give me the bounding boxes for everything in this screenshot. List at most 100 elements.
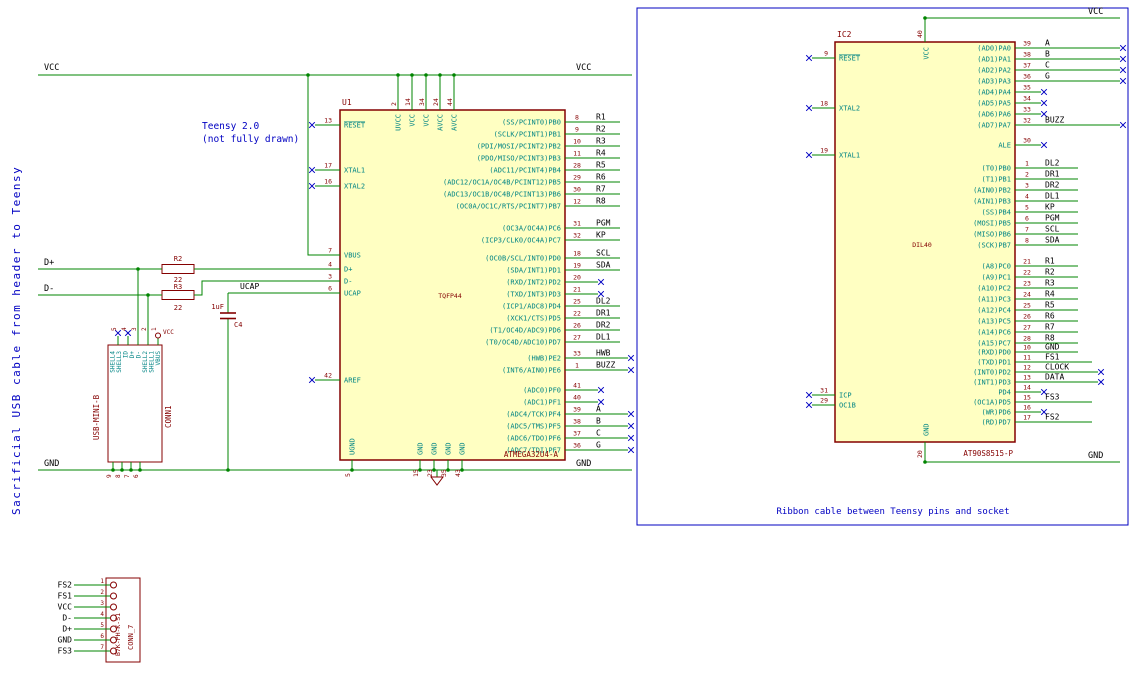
pin-number: 15	[412, 469, 420, 477]
conn7-pin-circle[interactable]	[110, 614, 117, 622]
net-label-DL2: DL2	[596, 297, 611, 306]
pin-name-(INT6/AIN0)PE6: (INT6/AIN0)PE6	[502, 367, 561, 375]
pin-name-(OC0A/OC1C/RTS/PCINT7)PB7: (OC0A/OC1C/RTS/PCINT7)PB7	[456, 203, 561, 211]
pin-number: 3	[328, 273, 332, 281]
pin-number: 23	[426, 469, 434, 477]
pin-number: 6	[328, 285, 332, 293]
c4-value: 1uF	[211, 303, 224, 311]
no-connect-icon	[124, 329, 132, 337]
vbus-wire[interactable]	[307, 75, 340, 256]
pin-name-(AD3)PA3: (AD3)PA3	[977, 78, 1011, 86]
u1-value: ATMEGA32U4-A	[504, 450, 559, 459]
pin-name-(ADC11/PCINT4)PB4: (ADC11/PCINT4)PB4	[489, 167, 561, 175]
no-connect-icon	[308, 121, 316, 129]
ic2-vcc-wire[interactable]	[924, 17, 1120, 42]
dminus-wire[interactable]	[194, 280, 340, 296]
net-label-DR2: DR2	[596, 321, 611, 330]
no-connect-icon	[1119, 44, 1127, 52]
pin-name-(RXD/INT2)PD2: (RXD/INT2)PD2	[506, 279, 561, 287]
pin-number: 31	[820, 387, 828, 395]
conn1-body[interactable]	[107, 344, 163, 463]
pin-number: 25	[1023, 302, 1031, 310]
pin-number: 32	[1023, 117, 1031, 125]
junction-dot	[452, 73, 456, 77]
pin-name-(OC1A)PD5: (OC1A)PD5	[973, 399, 1011, 407]
pin-name-OC1B: OC1B	[839, 402, 856, 410]
pin-name-GND: GND	[445, 442, 453, 455]
pin-number: 9	[106, 474, 113, 478]
conn7-pin-circle[interactable]	[110, 647, 117, 655]
net-label-DL1: DL1	[1045, 192, 1060, 201]
no-connect-icon	[308, 182, 316, 190]
r2-value: 22	[174, 276, 182, 284]
net-label-G: G	[596, 441, 601, 450]
pin-name-(RXD)PD0: (RXD)PD0	[977, 349, 1011, 357]
conn1-value: USB-MINI-B	[92, 394, 101, 440]
pin-number: 36	[1023, 73, 1031, 81]
net-label-FS2: FS2	[1045, 413, 1060, 422]
net-label-dminus: D-	[44, 284, 54, 294]
pin-name-(T1/OC4D/ADC9)PD6: (T1/OC4D/ADC9)PD6	[489, 327, 561, 335]
pin-number: 20	[916, 450, 924, 458]
net-label-R5: R5	[1045, 301, 1055, 310]
pin-number: 8	[115, 474, 122, 478]
net-label-vcc-right: VCC	[576, 63, 591, 73]
c4-reference: C4	[234, 321, 242, 329]
conn7-label-D-: D-	[62, 614, 72, 623]
pin-number: 27	[1023, 324, 1031, 332]
note-ribbon-cable: Ribbon cable between Teensy pins and soc…	[777, 507, 1010, 517]
net-label-BUZZ: BUZZ	[1045, 116, 1064, 125]
pin-name-(OC3A/OC4A)PC6: (OC3A/OC4A)PC6	[502, 225, 561, 233]
net-label-A: A	[1045, 39, 1050, 48]
net-label-R6: R6	[1045, 312, 1055, 321]
pin-number: 34	[1023, 95, 1031, 103]
pin-number: 16	[324, 178, 332, 186]
pin-number: 9	[575, 126, 579, 134]
ribbon-sheet-border	[636, 7, 1129, 526]
pin-number: 7	[100, 644, 104, 651]
ic2-body[interactable]	[834, 41, 1016, 443]
pin-number: 11	[1023, 354, 1031, 362]
pin-number: 7	[328, 247, 332, 255]
net-label-BUZZ: BUZZ	[596, 361, 615, 370]
conn7-pin-circle[interactable]	[110, 581, 117, 589]
pin-number: 1	[151, 327, 158, 331]
conn7-pin-circle[interactable]	[110, 625, 117, 633]
no-connect-icon	[1040, 408, 1048, 416]
net-label-DL2: DL2	[1045, 159, 1060, 168]
net-label-SDA: SDA	[1045, 236, 1060, 245]
pin-name-(AD1)PA1: (AD1)PA1	[977, 56, 1011, 64]
net-label-sheet2-vcc: VCC	[1088, 7, 1103, 17]
net-label-sheet2-gnd: GND	[1088, 451, 1103, 461]
pin-name-(SDA/INT1)PD1: (SDA/INT1)PD1	[506, 267, 561, 275]
pin-number: 4	[121, 327, 128, 331]
pin-name-GND: GND	[417, 442, 425, 455]
pin-name-(T1)PB1: (T1)PB1	[981, 176, 1011, 184]
pin-number: 6	[1025, 215, 1029, 223]
pin-number: 43	[454, 469, 462, 477]
conn1-pin-label-VBUS: VBUS	[155, 351, 162, 366]
net-label-C: C	[1045, 61, 1050, 70]
net-label-G: G	[1045, 72, 1050, 81]
r3-body[interactable]	[161, 290, 195, 300]
pin-name-(ICP1/ADC8)PD4: (ICP1/ADC8)PD4	[502, 303, 561, 311]
pin-name-(OC0B/SCL/INT0)PD0: (OC0B/SCL/INT0)PD0	[485, 255, 561, 263]
junction-dot	[410, 73, 414, 77]
no-connect-icon	[805, 104, 813, 112]
pin-number: 27	[573, 334, 581, 342]
no-connect-icon	[627, 366, 635, 374]
pin-number: 40	[916, 30, 924, 38]
conn7-pin-circle[interactable]	[110, 636, 117, 644]
pin-number: 4	[328, 261, 332, 269]
net-label-GND: GND	[1045, 343, 1060, 352]
no-connect-icon	[1040, 110, 1048, 118]
conn7-pin-circle[interactable]	[110, 603, 117, 611]
pin-name-ICP: ICP	[839, 392, 852, 400]
conn7-pin-circle[interactable]	[110, 592, 117, 600]
conn7-body[interactable]	[105, 577, 141, 663]
conn7-label-FS2: FS2	[58, 581, 73, 590]
pin-name-RESET: RESET	[344, 122, 366, 130]
r2-reference: R2	[174, 255, 182, 263]
r2-body[interactable]	[161, 264, 195, 274]
u1-body[interactable]	[339, 109, 566, 461]
